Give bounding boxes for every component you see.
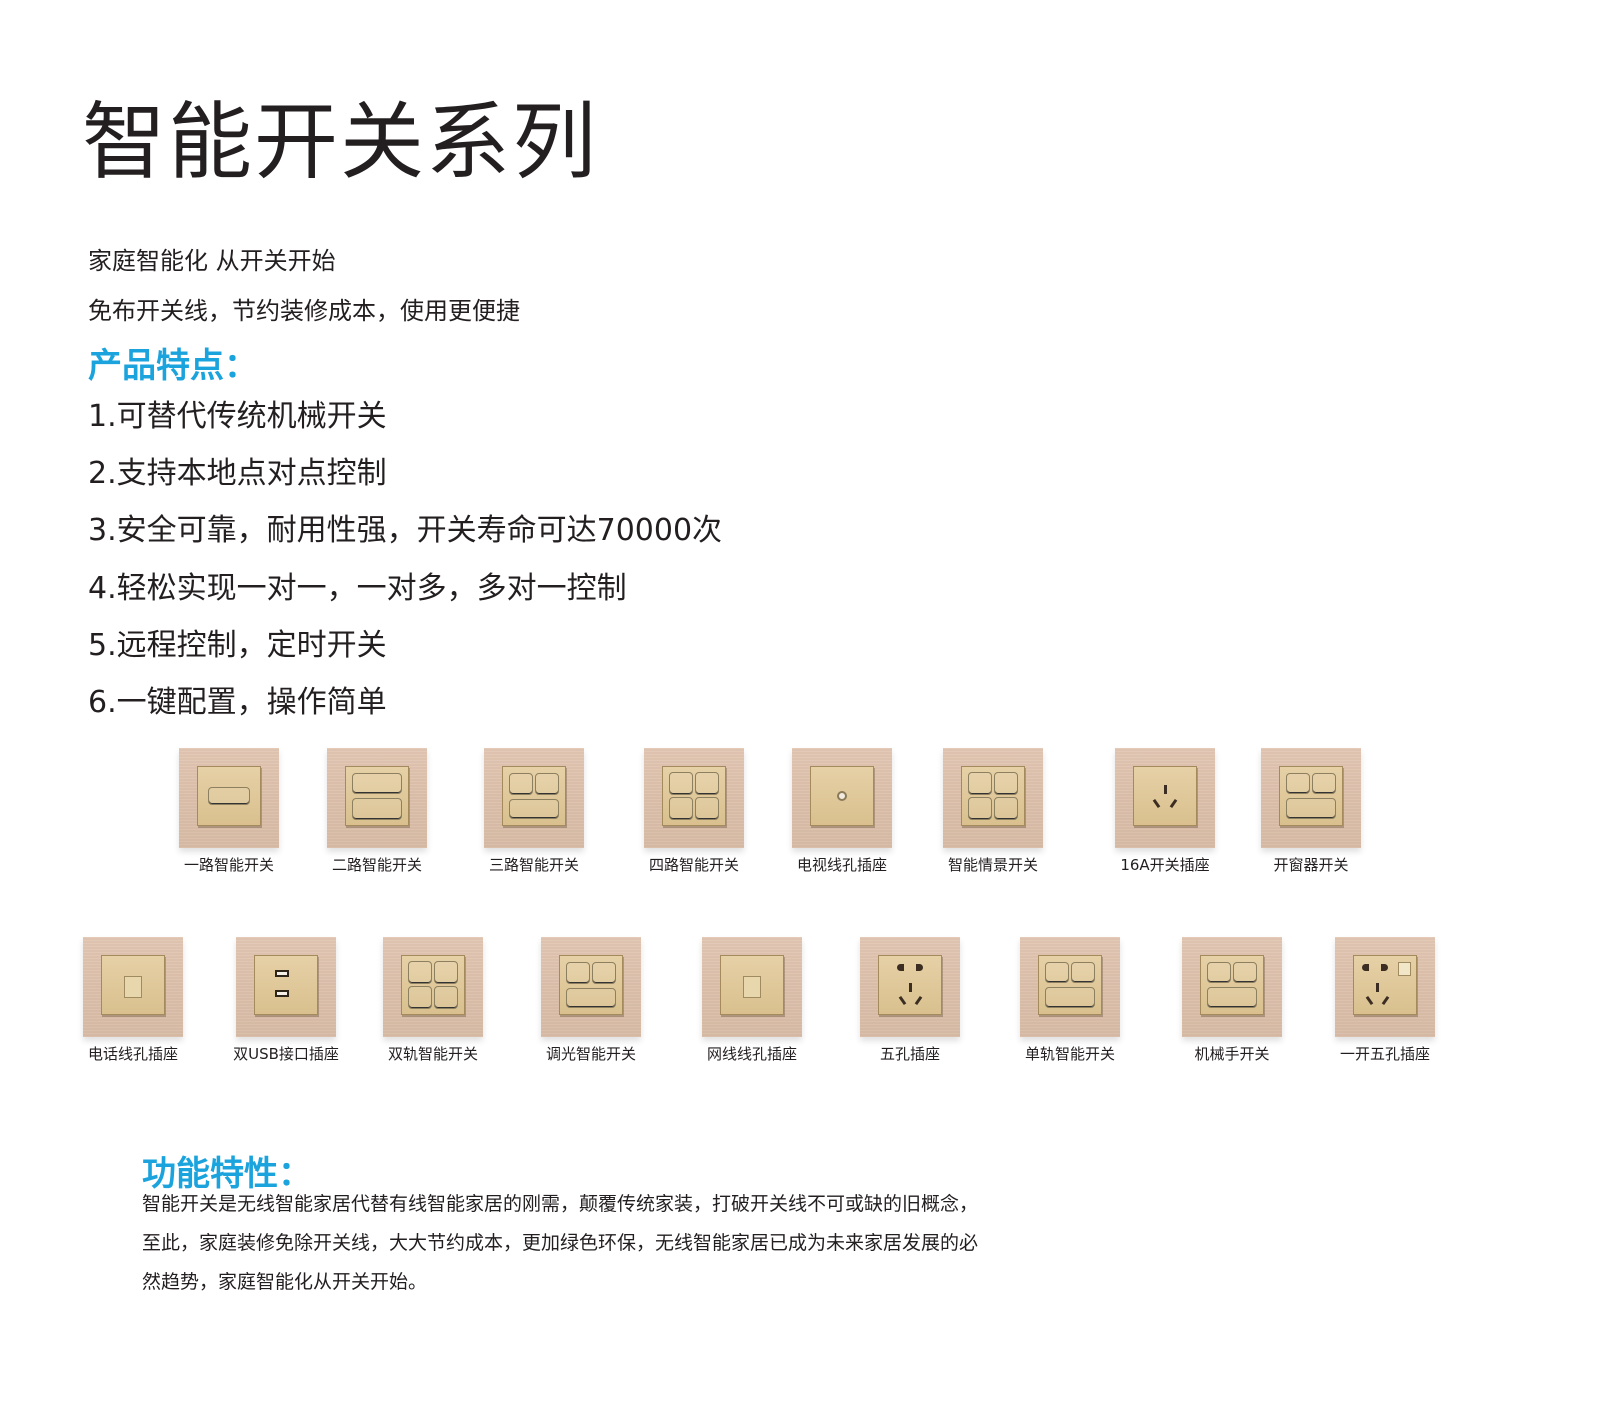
dual-usb-socket-icon (236, 937, 336, 1037)
product-caption: 电话线孔插座 (87, 1045, 178, 1063)
product-dual-usb-socket: 双USB接口插座 (226, 937, 346, 1062)
product-one-gang-switch: 一路智能开关 (169, 748, 289, 873)
tv-socket-icon (792, 748, 892, 848)
functions-paragraph-line-3: 然趋势，家庭智能化从开关开始。 (142, 1271, 428, 1293)
feature-item-5: 5.远程控制，定时开关 (88, 628, 387, 663)
functions-paragraph-line-2: 至此，家庭装修免除开关线，大大节约成本，更加绿色环保，无线智能家居已成为未来家居… (142, 1232, 979, 1254)
feature-item-2: 2.支持本地点对点控制 (88, 456, 387, 491)
product-caption: 电视线孔插座 (796, 856, 887, 874)
single-track-switch-icon (1020, 937, 1120, 1037)
feature-item-6: 6.一键配置，操作简单 (88, 685, 387, 720)
product-16a-socket: 16A开关插座 (1105, 748, 1225, 873)
product-network-socket: 网线线孔插座 (692, 937, 812, 1062)
product-caption: 一开五孔插座 (1339, 1045, 1430, 1063)
window-opener-switch-icon (1261, 748, 1361, 848)
two-gang-switch-icon (327, 748, 427, 848)
feature-item-1: 1.可替代传统机械开关 (88, 399, 387, 434)
product-caption: 双USB接口插座 (233, 1045, 339, 1063)
page-title: 智能开关系列 (82, 93, 599, 191)
product-manipulator-switch: 机械手开关 (1172, 937, 1292, 1062)
product-single-track-switch: 单轨智能开关 (1010, 937, 1130, 1062)
product-caption: 一路智能开关 (183, 856, 274, 874)
dimmer-switch-icon (541, 937, 641, 1037)
product-caption: 双轨智能开关 (387, 1045, 478, 1063)
product-switch-five-hole-socket: 一开五孔插座 (1325, 937, 1445, 1062)
product-caption: 四路智能开关 (648, 856, 739, 874)
product-tv-socket: 电视线孔插座 (782, 748, 902, 873)
intro-line-1: 家庭智能化 从开关开始 (88, 247, 336, 275)
manipulator-switch-icon (1182, 937, 1282, 1037)
product-caption: 二路智能开关 (331, 856, 422, 874)
product-caption: 机械手开关 (1194, 1045, 1270, 1063)
network-socket-icon (702, 937, 802, 1037)
feature-item-4: 4.轻松实现一对一，一对多，多对一控制 (88, 571, 627, 606)
switch-five-hole-socket-icon (1335, 937, 1435, 1037)
product-caption: 单轨智能开关 (1024, 1045, 1115, 1063)
product-window-opener-switch: 开窗器开关 (1251, 748, 1371, 873)
functions-paragraph-line-1: 智能开关是无线智能家居代替有线智能家居的刚需，颠覆传统家装，打破开关线不可或缺的… (142, 1193, 979, 1215)
product-phone-socket: 电话线孔插座 (73, 937, 193, 1062)
product-caption: 三路智能开关 (488, 856, 579, 874)
product-dual-track-switch: 双轨智能开关 (373, 937, 493, 1062)
dual-track-switch-icon (383, 937, 483, 1037)
product-caption: 调光智能开关 (545, 1045, 636, 1063)
product-caption: 网线线孔插座 (706, 1045, 797, 1063)
product-caption: 智能情景开关 (947, 856, 1038, 874)
three-gang-switch-icon (484, 748, 584, 848)
product-caption: 16A开关插座 (1120, 856, 1210, 874)
product-three-gang-switch: 三路智能开关 (474, 748, 594, 873)
product-caption: 五孔插座 (879, 1045, 940, 1063)
five-hole-socket-icon (860, 937, 960, 1037)
features-heading: 产品特点： (88, 346, 258, 386)
phone-socket-icon (83, 937, 183, 1037)
product-dimmer-switch: 调光智能开关 (531, 937, 651, 1062)
scene-switch-icon (943, 748, 1043, 848)
product-five-hole-socket: 五孔插座 (850, 937, 970, 1062)
product-scene-switch: 智能情景开关 (933, 748, 1053, 873)
product-two-gang-switch: 二路智能开关 (317, 748, 437, 873)
intro-line-2: 免布开关线，节约装修成本，使用更便捷 (88, 297, 520, 325)
four-gang-switch-icon (644, 748, 744, 848)
feature-item-3: 3.安全可靠，耐用性强，开关寿命可达70000次 (88, 513, 723, 548)
product-four-gang-switch: 四路智能开关 (634, 748, 754, 873)
16a-socket-icon (1115, 748, 1215, 848)
product-caption: 开窗器开关 (1273, 856, 1349, 874)
one-gang-switch-icon (179, 748, 279, 848)
functions-heading: 功能特性： (142, 1154, 312, 1194)
